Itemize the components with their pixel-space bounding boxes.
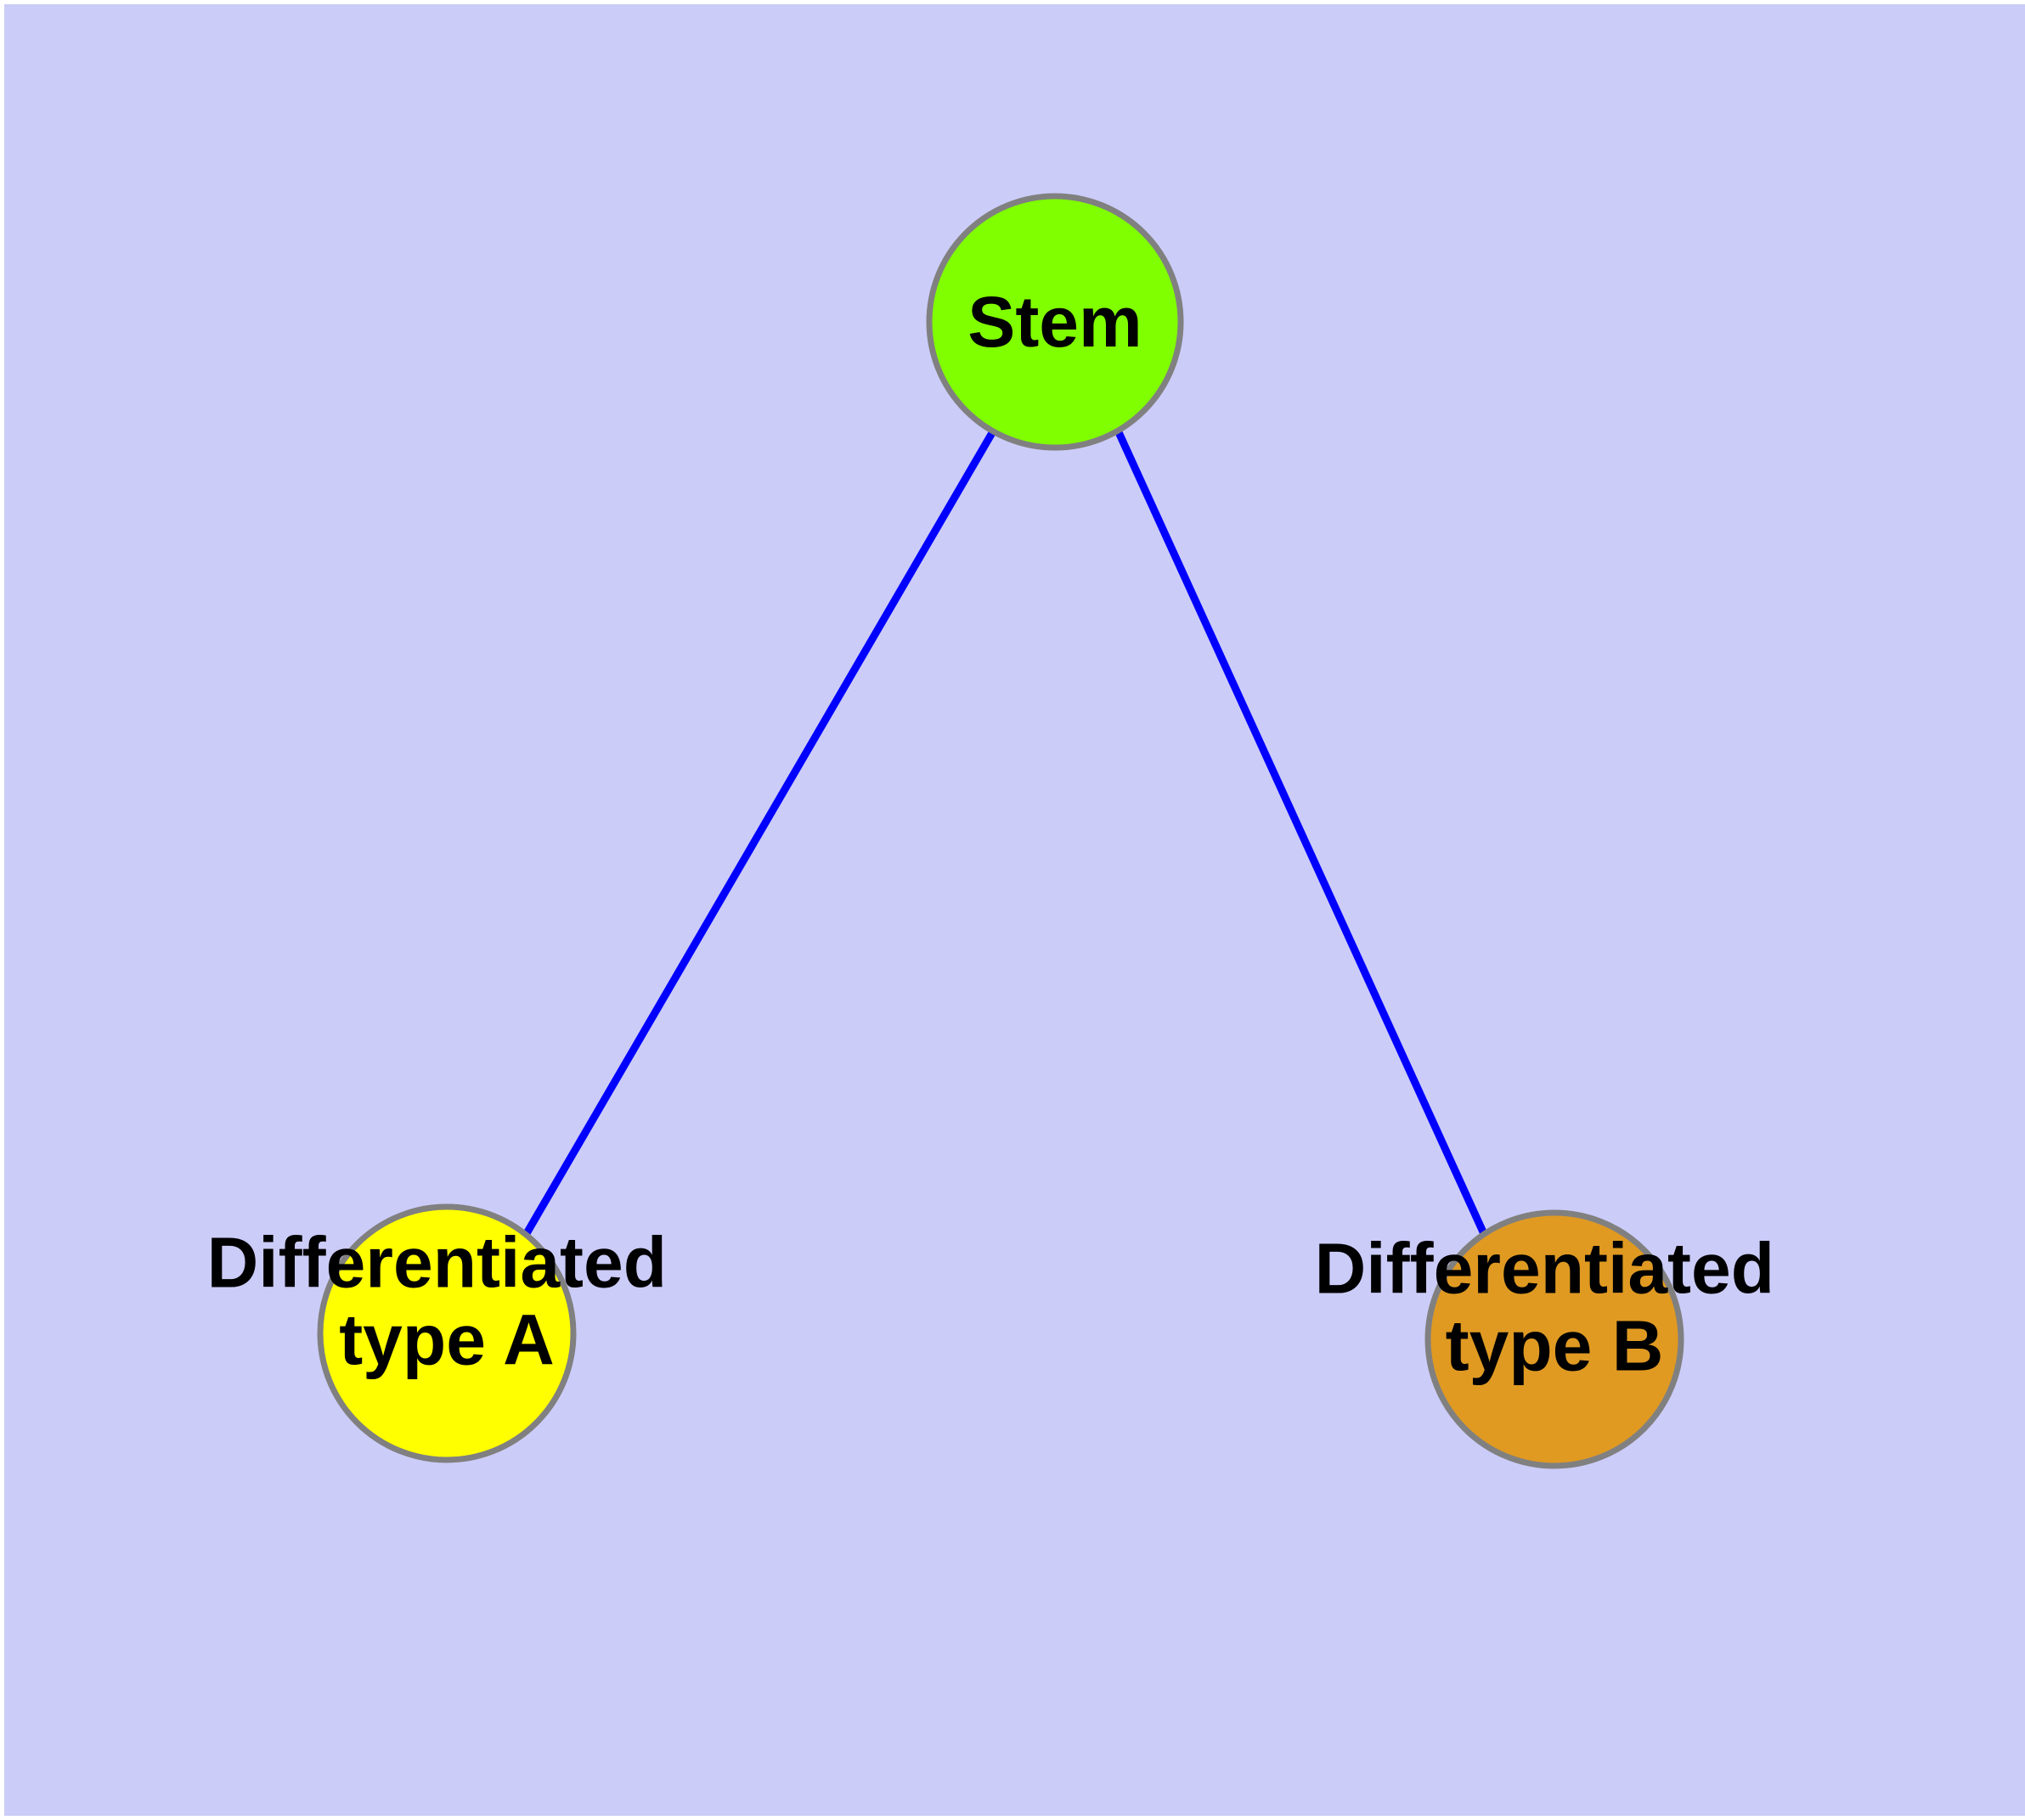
node-differentiated-type-a[interactable]: Differentiated type A <box>207 1203 687 1463</box>
node-layer: Stem Differentiated type A Differentiate… <box>207 193 1795 1469</box>
node-stem-circle[interactable] <box>926 193 1184 451</box>
node-stem[interactable]: Stem <box>926 193 1184 451</box>
node-differentiated-type-b[interactable]: Differentiated type B <box>1315 1209 1795 1469</box>
node-differentiated-type-b-label-line-2: type B <box>1446 1306 1664 1386</box>
node-differentiated-type-b-circle[interactable] <box>1424 1209 1684 1469</box>
node-differentiated-type-a-label-line-2: type A <box>339 1300 555 1380</box>
node-differentiated-type-a-label-line-1: Differentiated <box>207 1223 667 1303</box>
edge-layer <box>522 429 1489 1237</box>
graph-svg: Stem Differentiated type A Differentiate… <box>207 193 1795 1469</box>
edge-stem-to-differentiated-type-b[interactable] <box>1114 431 1489 1237</box>
node-differentiated-type-b-label: Differentiated type B <box>1315 1229 1795 1386</box>
node-stem-label-line-1: Stem <box>967 282 1142 362</box>
node-differentiated-type-a-label: Differentiated type A <box>207 1223 687 1380</box>
node-differentiated-type-a-circle[interactable] <box>317 1203 577 1463</box>
node-differentiated-type-b-label-line-1: Differentiated <box>1315 1229 1774 1309</box>
edge-stem-to-differentiated-type-a[interactable] <box>522 429 996 1237</box>
node-stem-label: Stem <box>967 282 1142 362</box>
